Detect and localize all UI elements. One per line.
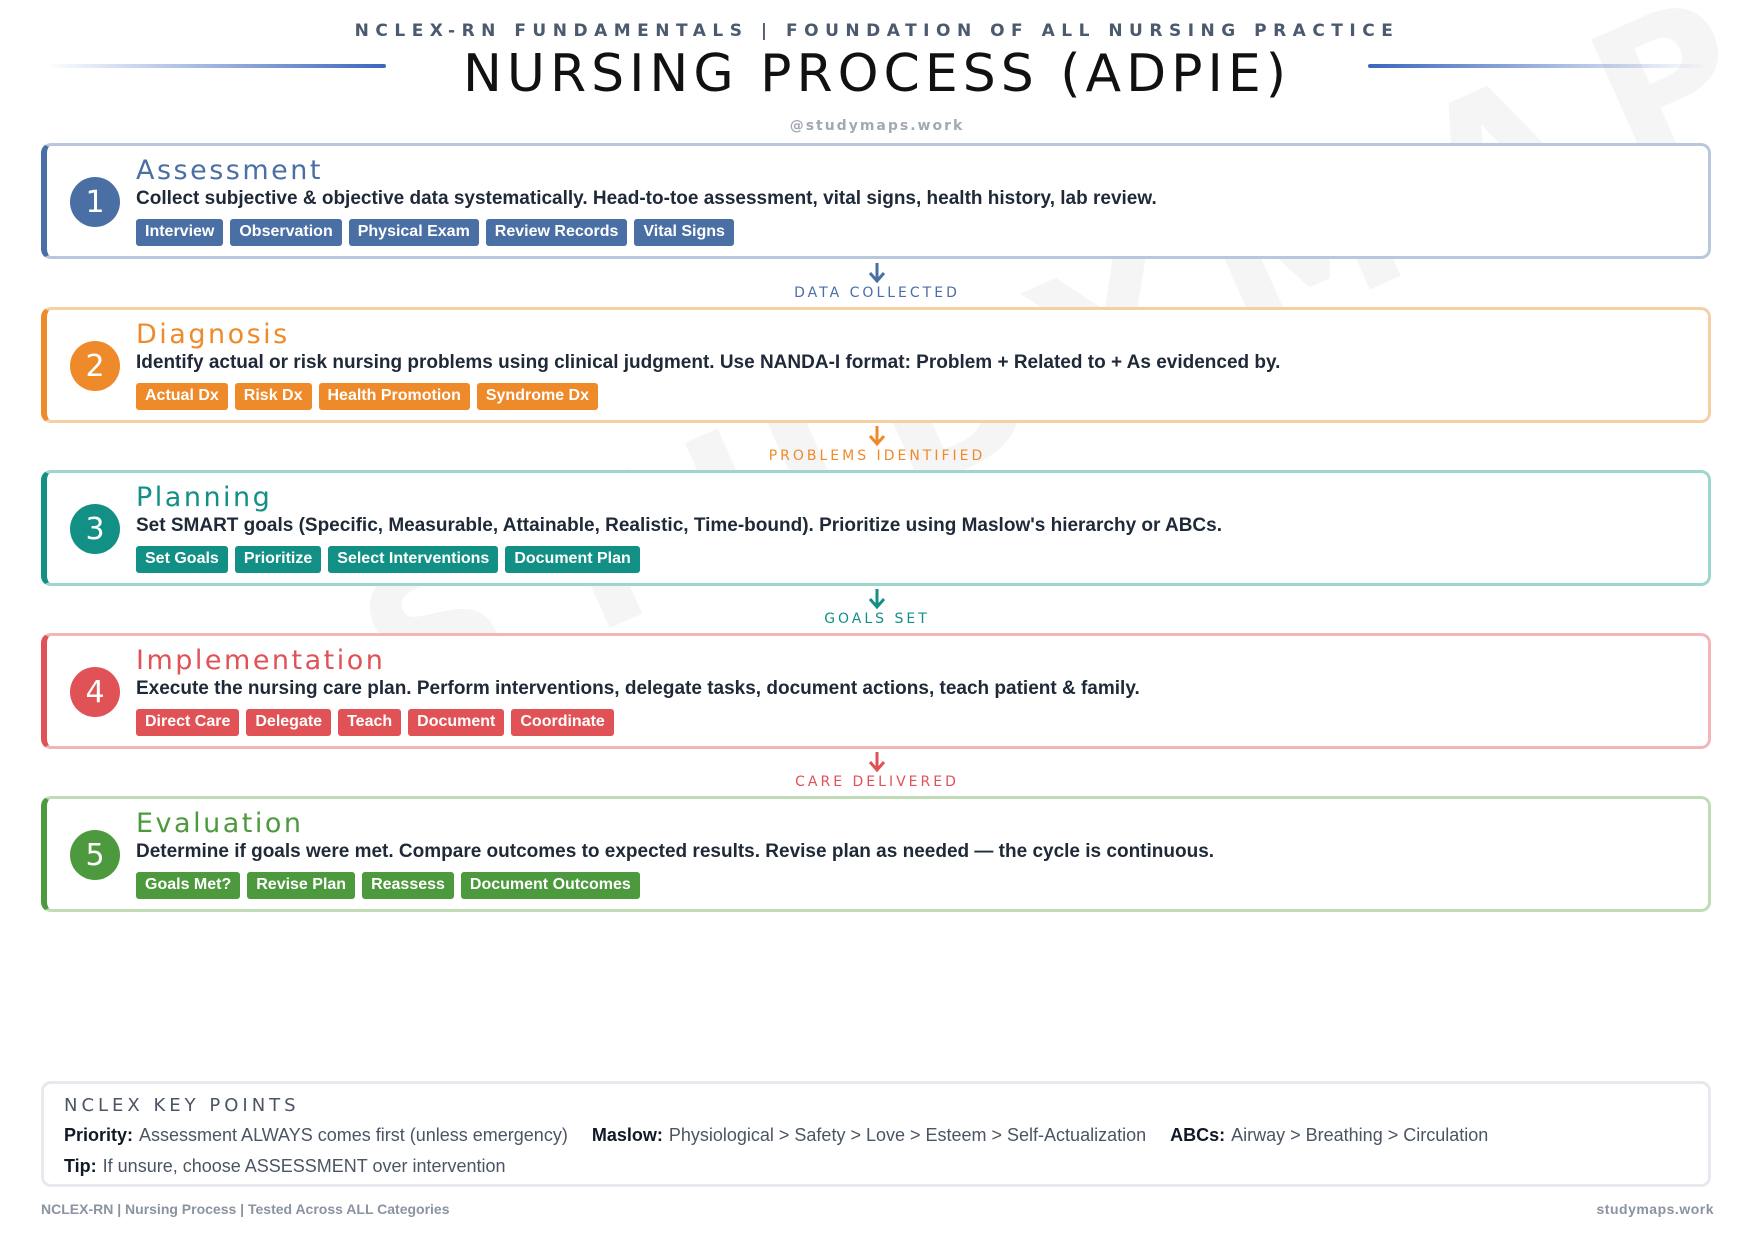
tag: Actual Dx — [136, 383, 228, 410]
down-arrow-icon — [868, 752, 886, 773]
step-description: Identify actual or risk nursing problems… — [136, 352, 1281, 373]
key-points-panel: NCLEX KEY POINTS Priority:Assessment ALW… — [41, 1081, 1711, 1187]
tag: Coordinate — [511, 709, 614, 736]
tag: Select Interventions — [328, 546, 499, 573]
step-number-badge: 5 — [70, 830, 120, 880]
step-tags: Goals Met? Revise Plan Reassess Document… — [136, 872, 640, 899]
step-card-diagnosis: 2 Diagnosis Identify actual or risk nurs… — [41, 307, 1711, 423]
step-name: Implementation — [136, 645, 386, 676]
header: NCLEX-RN FUNDAMENTALS | FOUNDATION OF AL… — [0, 0, 1754, 140]
tag: Prioritize — [234, 546, 322, 573]
tag: Interview — [136, 219, 224, 246]
step-tags: Interview Observation Physical Exam Revi… — [136, 219, 734, 246]
connector-label: GOALS SET — [824, 611, 930, 627]
down-arrow-icon — [868, 426, 886, 447]
tag: Risk Dx — [234, 383, 312, 410]
step-description: Execute the nursing care plan. Perform i… — [136, 678, 1140, 699]
tag: Document Plan — [505, 546, 640, 573]
tag: Set Goals — [136, 546, 228, 573]
connector-label: PROBLEMS IDENTIFIED — [768, 448, 986, 464]
tag: Document — [408, 709, 505, 736]
handle: @studymaps.work — [789, 118, 965, 134]
supertitle: NCLEX-RN FUNDAMENTALS | FOUNDATION OF AL… — [354, 21, 1400, 41]
step-description: Collect subjective & objective data syst… — [136, 188, 1157, 209]
tag: Physical Exam — [348, 219, 479, 246]
key-point-label: Tip: — [64, 1156, 97, 1176]
tag: Revise Plan — [247, 872, 356, 899]
tag: Teach — [338, 709, 402, 736]
key-point-label: ABCs: — [1170, 1125, 1226, 1145]
footer-site: studymaps.work — [1596, 1201, 1714, 1217]
connector-goals-set: GOALS SET — [0, 589, 1754, 629]
tag: Observation — [230, 219, 342, 246]
connector-label: CARE DELIVERED — [795, 774, 959, 790]
step-tags: Actual Dx Risk Dx Health Promotion Syndr… — [136, 383, 598, 410]
connector-label: DATA COLLECTED — [794, 285, 960, 301]
key-points-title: NCLEX KEY POINTS — [64, 1095, 300, 1116]
step-name: Evaluation — [136, 808, 304, 839]
key-point-tip: Tip:If unsure, choose ASSESSMENT over in… — [64, 1156, 506, 1177]
key-point-text: Airway > Breathing > Circulation — [1231, 1125, 1489, 1145]
tag: Document Outcomes — [460, 872, 640, 899]
key-point-abcs: ABCs:Airway > Breathing > Circulation — [1170, 1125, 1488, 1146]
step-name: Assessment — [136, 155, 323, 186]
key-point-text: If unsure, choose ASSESSMENT over interv… — [102, 1156, 506, 1176]
step-name: Diagnosis — [136, 319, 290, 350]
step-tags: Set Goals Prioritize Select Intervention… — [136, 546, 640, 573]
title-rule-right — [1368, 64, 1708, 68]
step-card-planning: 3 Planning Set SMART goals (Specific, Me… — [41, 470, 1711, 586]
down-arrow-icon — [868, 263, 886, 284]
step-number-badge: 3 — [70, 504, 120, 554]
key-point-text: Assessment ALWAYS comes first (unless em… — [139, 1125, 568, 1145]
step-number-badge: 2 — [70, 341, 120, 391]
tag: Health Promotion — [318, 383, 470, 410]
tag: Reassess — [362, 872, 454, 899]
tag: Syndrome Dx — [476, 383, 598, 410]
key-point-maslow: Maslow:Physiological > Safety > Love > E… — [592, 1125, 1146, 1146]
step-number-badge: 1 — [70, 177, 120, 227]
title-rule-left — [46, 64, 386, 68]
key-point-label: Maslow: — [591, 1125, 663, 1145]
step-card-evaluation: 5 Evaluation Determine if goals were met… — [41, 796, 1711, 912]
step-card-assessment: 1 Assessment Collect subjective & object… — [41, 143, 1711, 259]
connector-problems-identified: PROBLEMS IDENTIFIED — [0, 426, 1754, 466]
tag: Goals Met? — [136, 872, 241, 899]
key-point-text: Physiological > Safety > Love > Esteem >… — [668, 1125, 1147, 1145]
key-point-label: Priority: — [64, 1125, 134, 1145]
down-arrow-icon — [868, 589, 886, 610]
step-description: Set SMART goals (Specific, Measurable, A… — [136, 515, 1222, 536]
footer-caption: NCLEX-RN | Nursing Process | Tested Acro… — [41, 1201, 450, 1217]
step-card-implementation: 4 Implementation Execute the nursing car… — [41, 633, 1711, 749]
tag: Vital Signs — [634, 219, 734, 246]
key-points-row: Priority:Assessment ALWAYS comes first (… — [64, 1125, 1512, 1146]
connector-care-delivered: CARE DELIVERED — [0, 752, 1754, 792]
tag: Delegate — [246, 709, 332, 736]
key-points-row: Tip:If unsure, choose ASSESSMENT over in… — [64, 1156, 530, 1177]
tag: Review Records — [485, 219, 628, 246]
key-point-priority: Priority:Assessment ALWAYS comes first (… — [64, 1125, 568, 1146]
tag: Direct Care — [136, 709, 240, 736]
step-name: Planning — [136, 482, 273, 513]
page-title: NURSING PROCESS (ADPIE) — [462, 44, 1292, 104]
connector-data-collected: DATA COLLECTED — [0, 263, 1754, 303]
step-number-badge: 4 — [70, 667, 120, 717]
step-description: Determine if goals were met. Compare out… — [136, 841, 1215, 862]
step-tags: Direct Care Delegate Teach Document Coor… — [136, 709, 614, 736]
